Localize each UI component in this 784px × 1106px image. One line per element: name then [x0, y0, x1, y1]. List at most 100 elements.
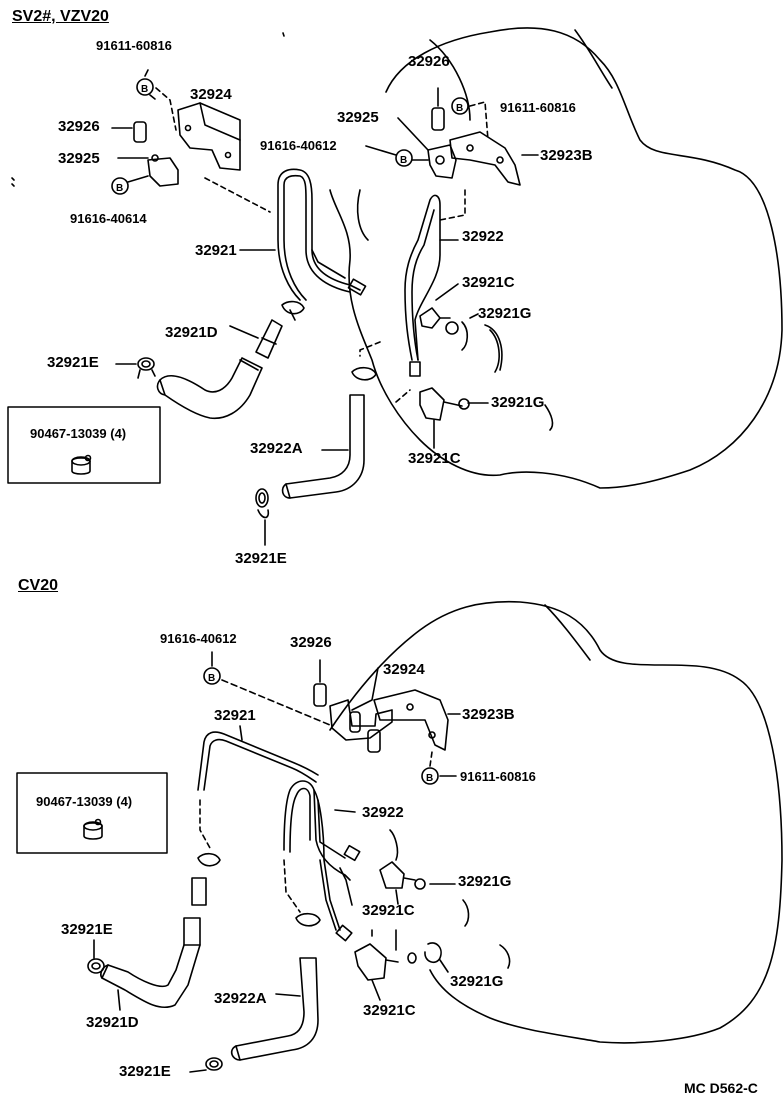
housing-inner-line	[544, 604, 591, 661]
leader-dashed	[359, 341, 381, 357]
diagram-code: MC D562-C	[684, 1080, 758, 1096]
housing-detail	[484, 324, 503, 371]
svg-text:B: B	[456, 103, 463, 114]
svg-text:B: B	[208, 673, 215, 684]
label-tube: 32922	[462, 228, 504, 245]
transmission-housing-outline-lower	[329, 600, 783, 1044]
bolt-head	[451, 97, 469, 115]
section-heading-bottom: CV20	[18, 577, 59, 594]
clip-small	[351, 366, 377, 381]
leader-dashed	[155, 87, 177, 131]
hardware-box-label: 90467-13039 (4)	[36, 794, 133, 809]
section-heading-top: SV2#, VZV20	[12, 8, 109, 25]
label-bracket: 32924	[190, 86, 232, 103]
gasket-32921G	[445, 321, 459, 335]
label-bolt: 91611-60816	[500, 100, 576, 115]
label-bolt: 91611-60816	[460, 769, 536, 784]
bolt-tick	[144, 69, 156, 100]
label-bracket: 32924	[383, 661, 425, 678]
label-bolt: 91611-60816	[96, 38, 172, 53]
gasket-32921G-b2	[424, 942, 442, 964]
label-union: 32921C	[462, 274, 515, 291]
transmission-housing-outline	[329, 27, 783, 489]
label-bracket: 32923B	[540, 147, 593, 164]
label-hose: 32921D	[86, 1014, 139, 1031]
label-tube: 32922	[362, 804, 404, 821]
hardware-box-label: 90467-13039 (4)	[30, 426, 127, 441]
housing-flange	[356, 189, 369, 241]
label-hose: 32922A	[214, 990, 267, 1007]
bolt-head	[421, 767, 439, 785]
housing-detail	[499, 944, 511, 969]
leader-dashed	[283, 859, 301, 913]
label-clamp: 32925	[337, 109, 379, 126]
union-32921C	[419, 307, 441, 329]
label-gasket: 32921G	[491, 394, 545, 411]
leader-dashed	[199, 799, 211, 849]
union-32921C-lower	[419, 387, 445, 421]
label-hose: 32922A	[250, 440, 303, 457]
label-clip: 32921E	[47, 354, 99, 371]
label-sleeve: 32926	[58, 118, 100, 135]
label-sleeve: 32926	[408, 53, 450, 70]
label-tube: 32921	[214, 707, 256, 724]
svg-text:B: B	[116, 183, 123, 194]
leader-dashed	[395, 389, 411, 403]
label-sleeve: 32926	[290, 634, 332, 651]
housing-detail	[544, 404, 554, 431]
label-bolt: 91616-40612	[160, 631, 237, 646]
label-clip: 32921E	[119, 1063, 171, 1080]
sleeve-32926-right	[431, 107, 445, 131]
label-tube: 32921	[195, 242, 237, 259]
label-bracket: 32923B	[462, 706, 515, 723]
sleeve-32926-bottom	[313, 683, 327, 707]
label-union: 32921C	[363, 1002, 416, 1019]
clip-32921E-b2	[87, 958, 105, 974]
housing-inner-line	[429, 39, 471, 121]
housing-detail	[462, 899, 470, 927]
clip-32921E-b3	[205, 1057, 223, 1071]
label-hose: 32921D	[165, 324, 218, 341]
svg-text:B: B	[400, 155, 407, 166]
tube-32922-bottom	[283, 780, 351, 881]
leader-dashed	[221, 679, 331, 726]
tube-32921	[277, 168, 361, 301]
clip-small-b	[295, 912, 321, 927]
leader-dashed	[439, 189, 466, 221]
bolt-head	[111, 177, 129, 195]
label-bolt: 91616-40612	[260, 138, 337, 153]
bracket-32923B-bottom	[373, 689, 449, 751]
bolt-head	[203, 667, 221, 685]
label-clamp: 32925	[58, 150, 100, 167]
tube-32922	[404, 194, 441, 361]
svg-text:B: B	[426, 773, 433, 784]
label-union: 32921C	[362, 902, 415, 919]
label-clip: 32921E	[235, 550, 287, 567]
bracket-32924	[177, 102, 241, 171]
svg-text:B: B	[141, 84, 148, 95]
clip-32921E-b	[255, 488, 269, 508]
housing-inner-line	[574, 29, 613, 89]
sleeve-32926	[133, 121, 147, 143]
bolt-head	[136, 78, 154, 96]
clip-32921E-b1	[197, 852, 221, 867]
label-gasket: 32921G	[458, 873, 512, 890]
clip-32921E	[137, 357, 155, 371]
gasket-32921G-b1	[414, 878, 426, 890]
label-gasket: 32921G	[478, 305, 532, 322]
hose-32921D	[255, 319, 283, 359]
label-gasket: 32921G	[450, 973, 504, 990]
hardware-box-bottom	[16, 772, 168, 854]
clip-icon-top	[71, 457, 91, 475]
label-clip: 32921E	[61, 921, 113, 938]
label-bolt: 91616-40614	[70, 211, 147, 226]
label-union: 32921C	[408, 450, 461, 467]
clamp-32925	[147, 157, 179, 187]
leader-dashed	[469, 101, 489, 141]
bracket-32923B	[449, 131, 521, 186]
clip-icon-bottom	[83, 822, 103, 840]
union-32921C-b1	[379, 861, 405, 889]
leader-dashed	[204, 177, 271, 213]
